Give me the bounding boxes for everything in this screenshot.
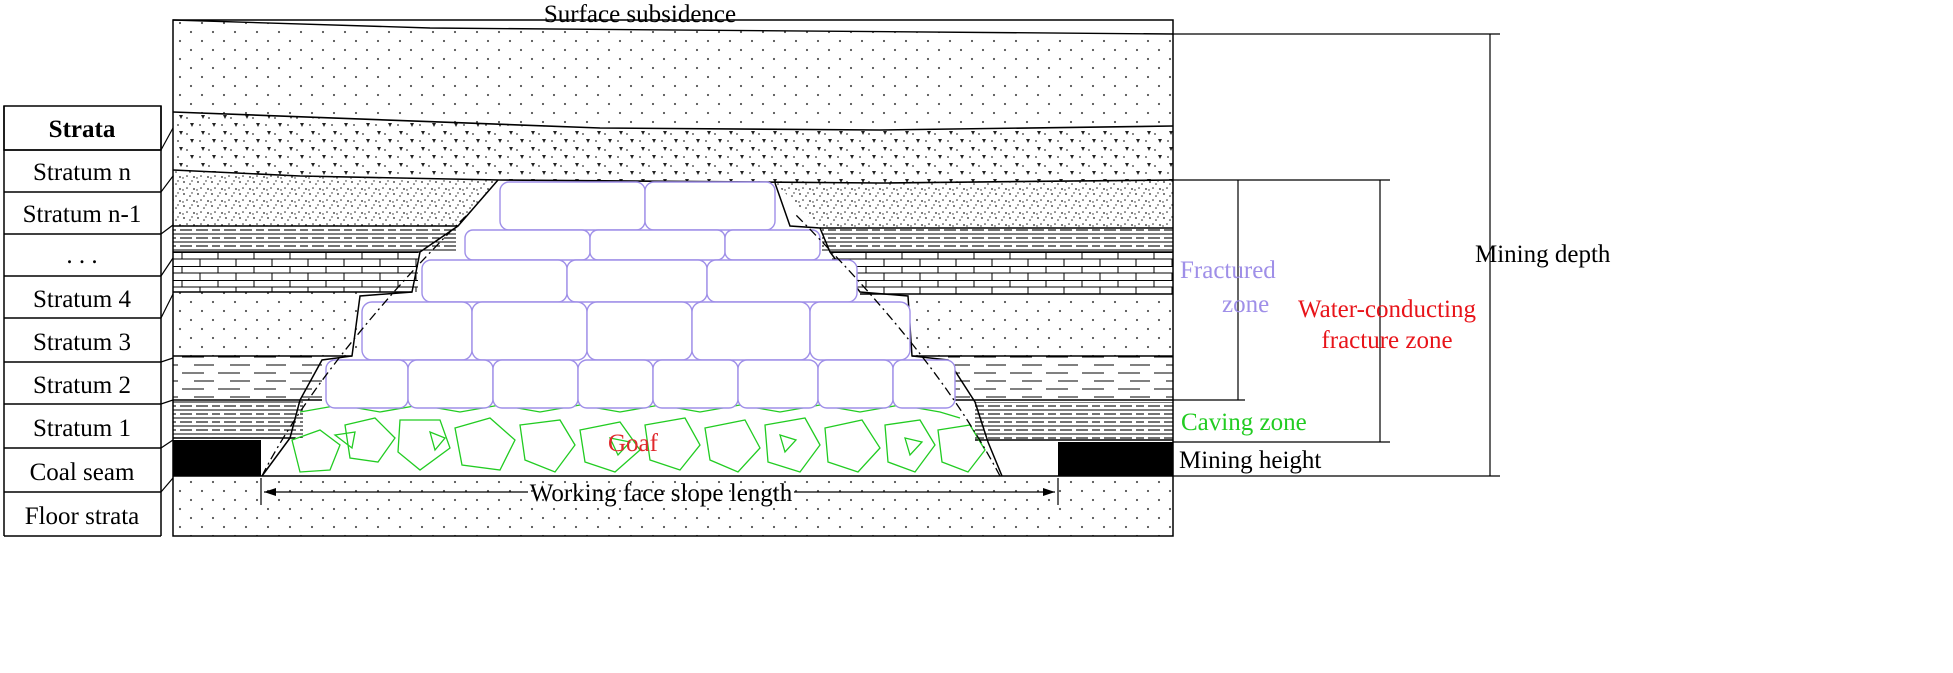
caving-angle-lines (261, 211, 1001, 477)
geological-section (172, 19, 1174, 537)
strata-row-coal-seam: Coal seam (30, 459, 135, 486)
strata-table: Strata Stratum n Stratum n-1 . . . Strat… (3, 105, 162, 537)
water-conducting-label-line1: Water-conducting (1298, 296, 1476, 323)
strata-row-4: Stratum 4 (33, 286, 131, 313)
coal-seam-right (1058, 442, 1173, 476)
fractured-zone-label-line1: Fractured (1180, 257, 1276, 284)
strata-row-3: Stratum 3 (33, 329, 131, 356)
table-connectors (160, 127, 174, 493)
fractured-zone-blocks (325, 181, 956, 409)
strata-row-n-1: Stratum n-1 (23, 201, 142, 228)
mining-height-label: Mining height (1179, 447, 1321, 474)
water-conducting-label-line2: fracture zone (1321, 327, 1452, 354)
strata-row-2: Stratum 2 (33, 372, 131, 399)
goaf-label: Goaf (608, 430, 659, 457)
strata-row-floor: Floor strata (25, 503, 140, 530)
coal-seam-left (173, 440, 261, 476)
working-face-dimension: Working face slope length (260, 478, 1059, 507)
caving-zone-label: Caving zone (1181, 409, 1307, 436)
working-face-label: Working face slope length (530, 480, 793, 507)
strata-table-header: Strata (49, 116, 116, 143)
fractured-zone-label-line2: zone (1222, 291, 1269, 318)
strata-row-1: Stratum 1 (33, 415, 131, 442)
mining-depth-label: Mining depth (1475, 241, 1611, 268)
zone-brackets (1173, 33, 1500, 477)
strata-row-ellipsis: . . . (66, 242, 97, 269)
strata-row-n: Stratum n (33, 159, 131, 186)
surface-subsidence-label: Surface subsidence (544, 1, 736, 28)
